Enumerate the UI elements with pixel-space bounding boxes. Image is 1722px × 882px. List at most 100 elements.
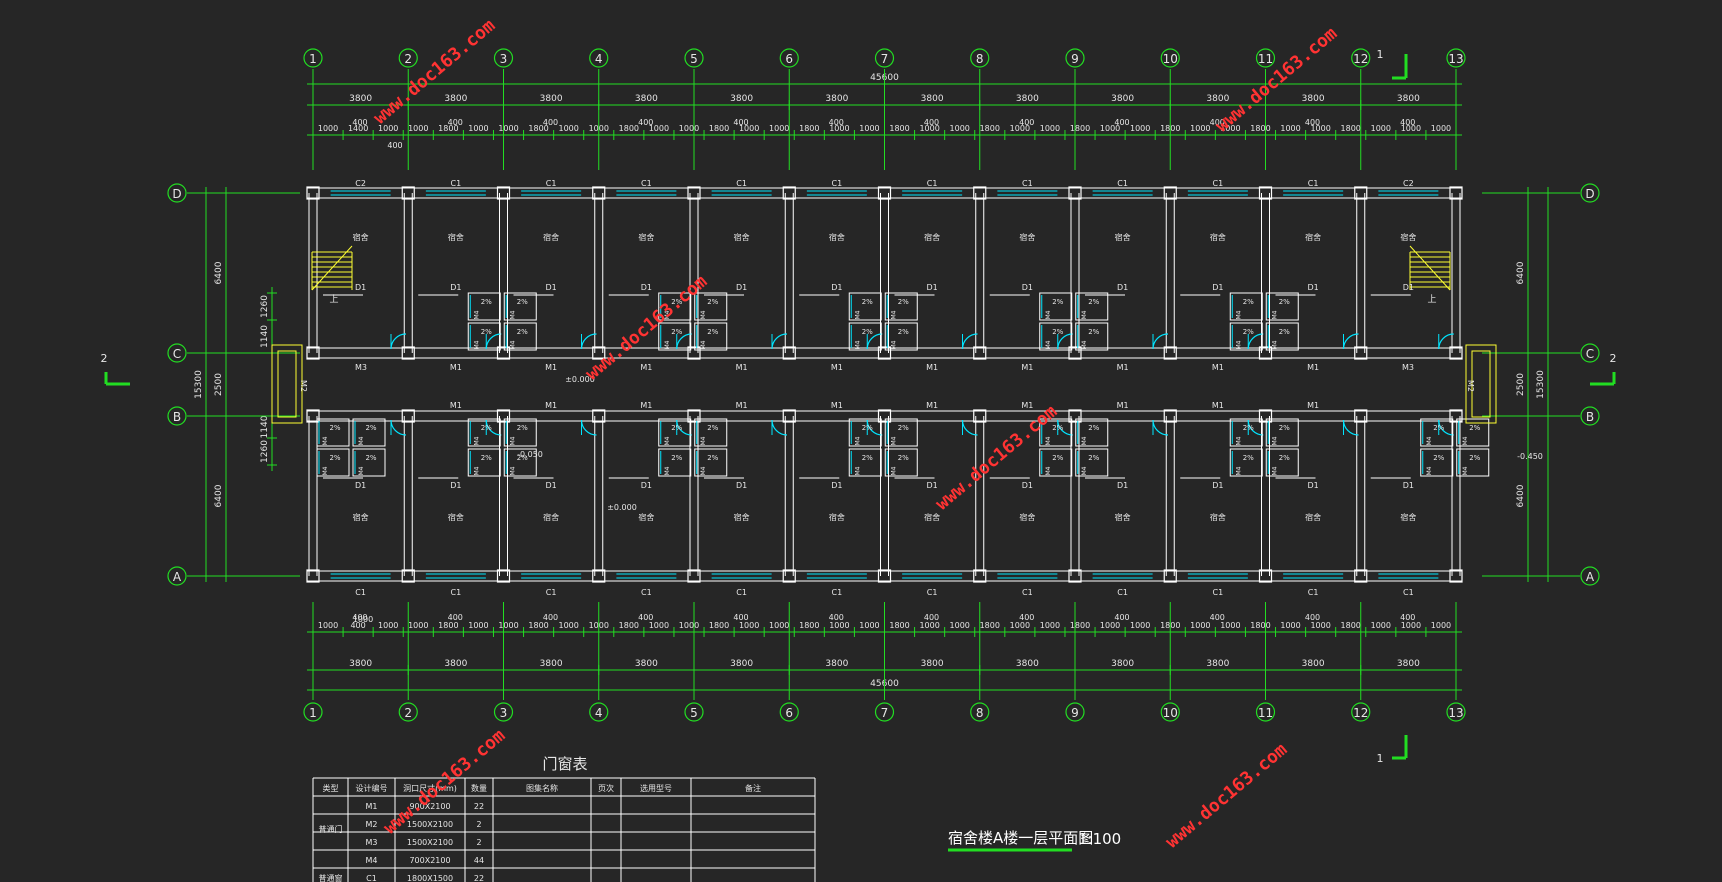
dim-bottom-detail-label: 1000 bbox=[1100, 621, 1120, 630]
wc-upper-slope: 2% bbox=[671, 298, 682, 306]
dim-left-overall-label: 15300 bbox=[194, 370, 204, 399]
dim-top-detail-label: 1000 bbox=[950, 124, 970, 133]
wc-lower-end-door-tag: M4 bbox=[1426, 466, 1433, 475]
wc-upper-cell bbox=[848, 322, 882, 351]
dim-bottom-detail-label: 1000 bbox=[1371, 621, 1391, 630]
dim-top-detail-label: 1000 bbox=[1401, 124, 1421, 133]
axis-bubble-left bbox=[167, 183, 187, 203]
door-tag-corridor-upper: M1 bbox=[545, 363, 557, 372]
column bbox=[973, 409, 987, 423]
dim-top-detail-label: 1000 bbox=[1220, 124, 1240, 133]
room-label-upper: 宿舍 bbox=[1400, 232, 1416, 242]
axis-label-left: A bbox=[173, 570, 182, 584]
room-label-upper: 宿舍 bbox=[448, 232, 464, 242]
dim-bottom-detail-label: 1000 bbox=[1040, 621, 1060, 630]
dim-top-detail-label: 1000 bbox=[1010, 124, 1030, 133]
dim-bottom-detail-label: 1000 bbox=[1280, 621, 1300, 630]
wc-upper-cell bbox=[467, 322, 501, 351]
axis-bubble-bottom bbox=[589, 702, 609, 722]
dim-bottom-detail-label: 1000 bbox=[1401, 621, 1421, 630]
column bbox=[1449, 569, 1463, 583]
watermark-text: www.doc163.com bbox=[1212, 23, 1342, 137]
watermark-text: www.doc163.com bbox=[370, 15, 500, 129]
dim-bottom-detail-label: 1000 bbox=[318, 621, 338, 630]
wc-upper-slope: 2% bbox=[671, 328, 682, 336]
door-tag-corridor-upper: M1 bbox=[1212, 363, 1224, 372]
axis-label-bottom: 12 bbox=[1353, 706, 1368, 720]
wc-upper-slope: 2% bbox=[517, 298, 528, 306]
dim-bottom-detail-label: 1000 bbox=[1220, 621, 1240, 630]
wc-lower-door-tag: M4 bbox=[1235, 436, 1242, 445]
entry-step-right bbox=[1465, 344, 1497, 424]
wc-lower-door-tag: M4 bbox=[1271, 436, 1278, 445]
axis-label-top: 3 bbox=[500, 52, 508, 66]
wc-upper-slope: 2% bbox=[1279, 328, 1290, 336]
door-tag-m2-left: M2 bbox=[299, 380, 308, 392]
axis-bubble-bottom bbox=[1446, 702, 1466, 722]
dim-left-detail-label: 1260 bbox=[260, 440, 270, 463]
door-tag-corridor-lower: M1 bbox=[450, 401, 462, 410]
column bbox=[1258, 409, 1273, 423]
stair-up-left: 上 bbox=[329, 294, 338, 305]
wc-upper-cell bbox=[1265, 292, 1299, 321]
dim-bottom-detail-label: 1000 bbox=[919, 621, 939, 630]
dim-bottom-detail-label: 400 bbox=[350, 621, 365, 630]
column bbox=[1354, 346, 1368, 360]
column bbox=[592, 409, 606, 423]
axis-bubble-bottom bbox=[303, 702, 323, 722]
table-cell-code: M3 bbox=[366, 838, 378, 847]
column bbox=[782, 569, 796, 583]
axis-label-left: D bbox=[172, 187, 181, 201]
dim-top-detail-label: 1000 bbox=[408, 124, 428, 133]
room-label-upper: 宿舍 bbox=[829, 232, 845, 242]
dim-bottom-detail-label: 1800 bbox=[709, 621, 729, 630]
wc-lower-cell bbox=[658, 448, 692, 477]
section-mark-right: 2 bbox=[1610, 352, 1617, 365]
door-tag-corridor-lower: M1 bbox=[831, 401, 843, 410]
wc-upper-cell bbox=[1039, 322, 1073, 351]
wc-lower-door-tag: M4 bbox=[664, 466, 671, 475]
column bbox=[401, 569, 415, 583]
column bbox=[306, 409, 320, 423]
column bbox=[687, 569, 701, 583]
wc-lower-door-tag: M4 bbox=[890, 466, 897, 475]
column bbox=[687, 346, 701, 360]
wc-upper-cell bbox=[884, 292, 918, 321]
column bbox=[306, 569, 320, 583]
wc-lower-slope: 2% bbox=[898, 454, 909, 462]
door-tag-corridor-upper: M1 bbox=[450, 363, 462, 372]
axis-bubble-bottom bbox=[493, 702, 514, 722]
dim-top-small-sub: 400 bbox=[352, 118, 367, 127]
wc-upper-cell bbox=[848, 292, 882, 321]
wc-lower-end-door-tag: M4 bbox=[1426, 436, 1433, 445]
wc-lower-end-door-tag: M4 bbox=[322, 466, 329, 475]
table-cell-size: 1500X2100 bbox=[407, 820, 453, 829]
door-tag-m3-left: M3 bbox=[355, 363, 367, 372]
room-label-upper: 宿舍 bbox=[924, 232, 940, 242]
wc-upper-door-tag: M4 bbox=[509, 340, 516, 349]
dim-top-detail-label: 1000 bbox=[378, 124, 398, 133]
dim-left-detail-label: 1140 bbox=[260, 325, 270, 348]
dim-bottom-small-sub: 400 bbox=[1210, 613, 1225, 622]
wc-upper-door-tag: M4 bbox=[1081, 310, 1088, 319]
wc-lower-cell bbox=[694, 418, 728, 447]
wc-upper-cell bbox=[694, 292, 728, 321]
door-tag-upper: D1 bbox=[450, 283, 461, 292]
wc-upper-door-tag: M4 bbox=[509, 310, 516, 319]
axis-label-bottom: 8 bbox=[976, 706, 984, 720]
table-cell-code: M1 bbox=[366, 802, 378, 811]
column bbox=[306, 186, 320, 200]
window-tag-bottom: C1 bbox=[355, 588, 366, 597]
dim-bottom-detail-label: 1000 bbox=[1431, 621, 1451, 630]
drawing-title-block: 宿舍楼A楼一层平面图 1:100 bbox=[948, 829, 1121, 852]
wc-lower-door-tag: M4 bbox=[1045, 466, 1052, 475]
column bbox=[782, 346, 796, 360]
column bbox=[496, 186, 511, 200]
dim-top-detail-label: 1800 bbox=[528, 124, 548, 133]
column bbox=[401, 186, 415, 200]
room-label-lower: 宿舍 bbox=[353, 512, 369, 522]
dim-top-detail-label: 1000 bbox=[1280, 124, 1300, 133]
axis-bubble-bottom bbox=[684, 702, 704, 722]
axis-bubble-top bbox=[1351, 48, 1371, 68]
